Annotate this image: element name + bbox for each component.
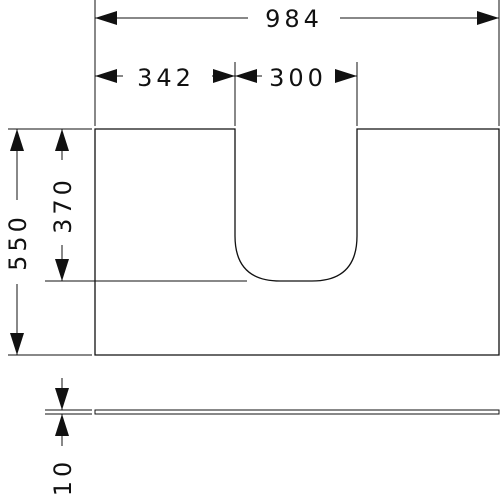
dim-thickness-label: 10 <box>49 458 77 497</box>
dim-total-width-label: 984 <box>265 5 323 33</box>
dim-cutout-depth: 370 <box>45 129 247 282</box>
dim-cutout-width: 300 <box>235 64 357 92</box>
dim-total-depth: 550 <box>4 128 92 356</box>
dim-total-width: 984 <box>94 0 500 126</box>
dim-thickness: 10 <box>45 378 92 496</box>
dim-total-depth-label: 550 <box>4 213 32 271</box>
dim-left-segment-label: 342 <box>137 64 195 92</box>
top-outline <box>94 128 500 356</box>
dim-left-segment: 342 <box>95 62 358 126</box>
dim-cutout-depth-label: 370 <box>49 176 77 234</box>
dim-cutout-width-label: 300 <box>269 64 327 92</box>
side-view <box>94 409 500 415</box>
